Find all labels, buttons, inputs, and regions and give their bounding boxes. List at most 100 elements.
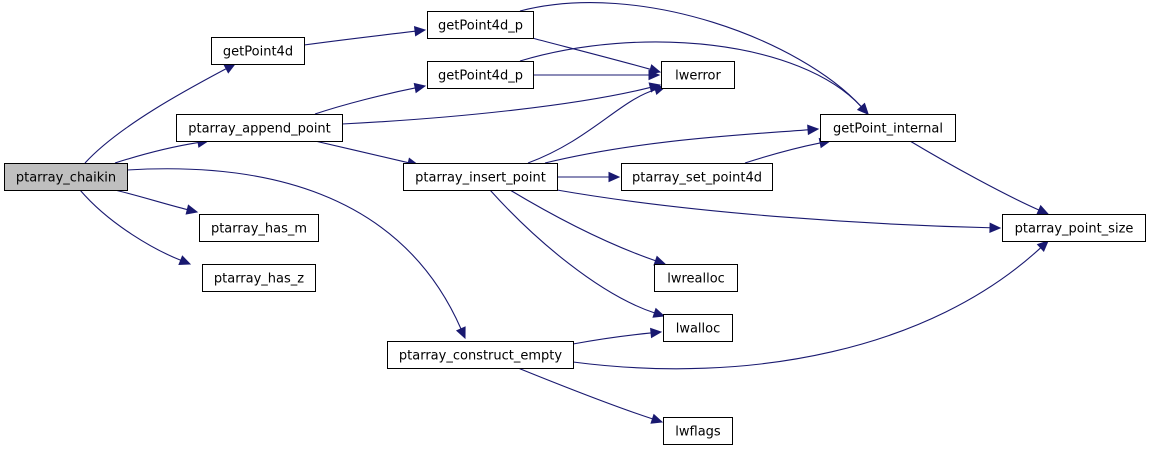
edge-getPoint4d_p_b-to-lwerror	[532, 69, 661, 81]
edge-ptarray_chaikin-to-ptarray_has_m	[114, 189, 199, 215]
node-box[interactable]	[663, 314, 733, 342]
edge-ptarray_insert_point-to-ptarray_point_size	[556, 189, 1002, 234]
edge-line	[114, 189, 188, 211]
node-label: lwrealloc	[667, 272, 725, 287]
node-label: ptarray_has_m	[211, 222, 307, 237]
edge-line	[303, 30, 416, 46]
edge-getPoint4d_p_a-to-getPoint_internal	[519, 2, 869, 115]
node-getPoint4d-p-a[interactable]: getPoint4d_p	[427, 11, 534, 39]
node-lwflags[interactable]: lwflags	[663, 417, 733, 445]
node-label: getPoint4d_p	[438, 19, 523, 34]
arrowhead-icon	[648, 69, 661, 81]
node-box[interactable]	[820, 114, 956, 142]
arrowhead-icon	[608, 171, 621, 183]
node-ptarray-point-size[interactable]: ptarray_point_size	[1002, 214, 1146, 242]
node-ptarray-has-z[interactable]: ptarray_has_z	[202, 264, 316, 292]
arrowhead-icon	[185, 204, 199, 215]
node-label: lwalloc	[676, 322, 721, 337]
node-box[interactable]	[199, 214, 319, 242]
node-box[interactable]	[427, 11, 534, 39]
edge-line	[489, 189, 655, 314]
edge-line	[341, 86, 651, 125]
edge-ptarray_append_point-to-lwerror	[341, 82, 662, 125]
node-getPoint4d[interactable]: getPoint4d	[211, 37, 305, 65]
arrowhead-icon	[652, 307, 666, 318]
arrowhead-icon	[650, 413, 664, 424]
node-getPoint-internal[interactable]: getPoint_internal	[820, 114, 956, 142]
node-ptarray-append-point[interactable]: ptarray_append_point	[176, 114, 343, 142]
edge-ptarray_insert_point-to-lwrealloc	[509, 189, 667, 266]
edge-line	[79, 189, 181, 261]
node-label: ptarray_point_size	[1015, 222, 1134, 237]
arrowhead-icon	[178, 255, 192, 265]
edge-ptarray_chaikin-to-getPoint4d	[84, 63, 237, 164]
arrowhead-icon	[807, 124, 820, 136]
edge-getPoint4d_p_b-to-getPoint_internal	[519, 41, 869, 115]
arrowhead-icon	[223, 63, 237, 74]
edge-line	[744, 142, 821, 164]
edge-ptarray_construct_empty-to-ptarray_point_size	[572, 240, 1049, 370]
node-label: lwerror	[675, 69, 721, 84]
edge-line	[519, 41, 862, 108]
node-lwerror[interactable]: lwerror	[661, 61, 735, 89]
arrowhead-icon	[989, 222, 1002, 234]
node-getPoint4d-p-b[interactable]: getPoint4d_p	[427, 61, 534, 89]
edge-ptarray_chaikin-to-ptarray_construct_empty	[126, 168, 466, 340]
node-box[interactable]	[176, 114, 343, 142]
edge-ptarray_set_point4d-to-getPoint_internal	[744, 137, 832, 164]
edge-line	[126, 168, 462, 330]
edge-ptarray_insert_point-to-ptarray_set_point4d	[556, 171, 621, 183]
edge-ptarray_chaikin-to-ptarray_has_z	[79, 189, 192, 265]
node-box[interactable]	[654, 264, 738, 292]
edge-getPoint4d-to-getPoint4d_p_a	[303, 26, 427, 46]
node-ptarray-chaikin[interactable]: ptarray_chaikin	[4, 163, 128, 191]
edge-ptarray_insert_point-to-getPoint_internal	[544, 124, 820, 164]
edge-line	[84, 68, 227, 164]
arrowhead-icon	[650, 327, 663, 339]
node-ptarray-has-m[interactable]: ptarray_has_m	[199, 214, 319, 242]
edges	[79, 2, 1050, 424]
edge-line	[572, 247, 1042, 370]
node-label: ptarray_insert_point	[415, 171, 546, 186]
edge-line	[314, 140, 409, 164]
node-box[interactable]	[427, 61, 534, 89]
node-box[interactable]	[403, 163, 558, 191]
edge-ptarray_construct_empty-to-lwalloc	[572, 327, 663, 345]
node-box[interactable]	[211, 37, 305, 65]
node-label: ptarray_construct_empty	[399, 349, 562, 364]
node-box[interactable]	[1002, 214, 1146, 242]
node-label: lwflags	[675, 425, 721, 440]
node-ptarray-set-point4d[interactable]: ptarray_set_point4d	[621, 163, 773, 191]
arrowhead-icon	[857, 102, 869, 115]
arrowhead-icon	[1036, 240, 1049, 252]
arrowhead-icon	[1036, 204, 1050, 215]
node-box[interactable]	[661, 61, 735, 89]
edge-line	[909, 140, 1040, 211]
node-label: getPoint4d	[223, 45, 293, 60]
node-lwalloc[interactable]: lwalloc	[663, 314, 733, 342]
node-box[interactable]	[4, 163, 128, 191]
arrowhead-icon	[455, 326, 466, 340]
edge-ptarray_construct_empty-to-lwflags	[517, 367, 664, 424]
edge-line	[114, 142, 199, 164]
edge-ptarray_insert_point-to-lwalloc	[489, 189, 666, 318]
edge-line	[527, 89, 656, 164]
edge-ptarray_append_point-to-ptarray_insert_point	[314, 140, 420, 168]
edge-line	[509, 189, 656, 262]
node-ptarray-insert-point[interactable]: ptarray_insert_point	[403, 163, 558, 191]
node-label: ptarray_chaikin	[16, 171, 116, 186]
node-lwrealloc[interactable]: lwrealloc	[654, 264, 738, 292]
node-box[interactable]	[387, 341, 574, 369]
edge-line	[517, 367, 653, 420]
arrowhead-icon	[653, 255, 667, 266]
node-ptarray-construct-empty[interactable]: ptarray_construct_empty	[387, 341, 574, 369]
node-box[interactable]	[621, 163, 773, 191]
nodes: ptarray_chaikin getPoint4d ptarray_append_…	[4, 11, 1146, 445]
node-label: ptarray_set_point4d	[632, 171, 762, 186]
edge-getPoint4d_p_a-to-lwerror	[531, 37, 662, 75]
node-label: getPoint_internal	[833, 122, 943, 137]
edge-ptarray_insert_point-to-lwerror	[527, 84, 667, 164]
node-box[interactable]	[202, 264, 316, 292]
node-box[interactable]	[663, 417, 733, 445]
